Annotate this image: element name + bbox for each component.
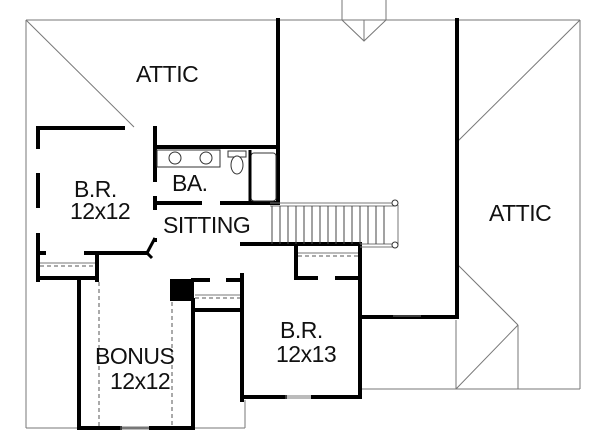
bonus-size: 12x12 <box>110 368 171 394</box>
attic-right-label: ATTIC <box>489 200 552 226</box>
bedroom-1-size: 12x12 <box>70 198 131 224</box>
bedroom-2-label: B.R. <box>280 317 323 343</box>
staircase <box>270 199 399 249</box>
bedroom-1-label: B.R. <box>74 176 117 202</box>
bath-fixtures <box>156 149 277 203</box>
roof-outline <box>25 0 581 429</box>
walls <box>36 18 459 430</box>
bath-label: BA. <box>172 170 208 196</box>
bonus-label: BONUS <box>95 343 175 369</box>
attic-left-label: ATTIC <box>136 61 199 87</box>
sitting-label: SITTING <box>163 212 251 238</box>
bedroom-2-size: 12x13 <box>276 341 337 367</box>
